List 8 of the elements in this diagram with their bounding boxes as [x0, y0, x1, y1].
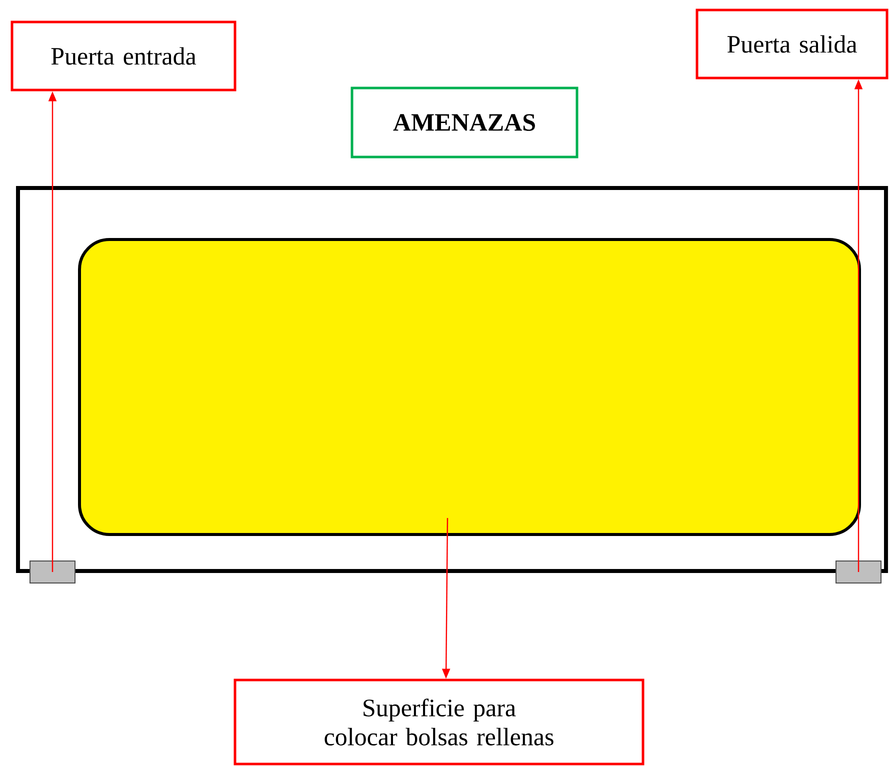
title-box: AMENAZAS	[350, 86, 578, 158]
door-hinge	[30, 560, 76, 584]
container-outline	[16, 186, 888, 573]
label-box: Puerta entrada	[10, 20, 236, 92]
surface-area	[78, 238, 861, 536]
door-hinge	[836, 560, 882, 584]
label-box: Superficie para colocar bolsas rellenas	[234, 678, 644, 766]
label-box: Puerta salida	[696, 8, 888, 80]
